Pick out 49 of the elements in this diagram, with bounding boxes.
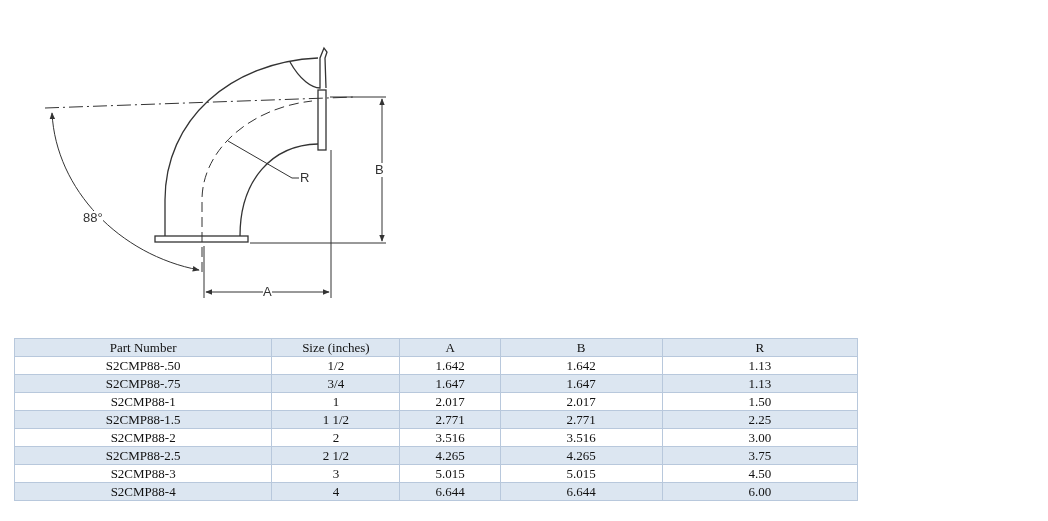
table-cell: 2.25 bbox=[662, 410, 858, 429]
table-cell: 1/2 bbox=[271, 356, 400, 375]
table-cell: 5.015 bbox=[400, 464, 501, 483]
table-cell: 6.644 bbox=[400, 482, 501, 501]
table-cell: S2CMP88-2 bbox=[14, 428, 272, 447]
table-cell: 2 bbox=[271, 428, 400, 447]
table-cell: 1.642 bbox=[500, 356, 663, 375]
table-cell: 3.75 bbox=[662, 446, 858, 465]
table-cell: S2CMP88-2.5 bbox=[14, 446, 272, 465]
table-cell: 3.516 bbox=[400, 428, 501, 447]
table-cell: 2.017 bbox=[500, 392, 663, 411]
column-header: R bbox=[662, 338, 858, 357]
table-cell: 2.771 bbox=[400, 410, 501, 429]
table-cell: 6.644 bbox=[500, 482, 663, 501]
table-cell: 2.017 bbox=[400, 392, 501, 411]
table-cell: 1.642 bbox=[400, 356, 501, 375]
table-cell: 4.50 bbox=[662, 464, 858, 483]
table-cell: 3.516 bbox=[500, 428, 663, 447]
table-cell: 1.13 bbox=[662, 356, 858, 375]
angle-label: 88° bbox=[83, 211, 103, 225]
table-cell: 4.265 bbox=[400, 446, 501, 465]
table-cell: S2CMP88-3 bbox=[14, 464, 272, 483]
table-cell: 4.265 bbox=[500, 446, 663, 465]
table-cell: S2CMP88-.75 bbox=[14, 374, 272, 393]
table-cell: S2CMP88-1.5 bbox=[14, 410, 272, 429]
table-cell: S2CMP88-.50 bbox=[14, 356, 272, 375]
column-header: A bbox=[400, 338, 501, 357]
table-cell: 1 bbox=[271, 392, 400, 411]
dimension-label: A bbox=[263, 285, 272, 299]
dimension-label: B bbox=[375, 163, 384, 177]
table-cell: S2CMP88-4 bbox=[14, 482, 272, 501]
column-header: Size (inches) bbox=[271, 338, 400, 357]
dimension-label: R bbox=[300, 171, 310, 185]
table-cell: 4 bbox=[271, 482, 400, 501]
column-header: Part Number bbox=[14, 338, 272, 357]
table-cell: 6.00 bbox=[662, 482, 858, 501]
table-cell: 3/4 bbox=[271, 374, 400, 393]
table-cell: S2CMP88-1 bbox=[14, 392, 272, 411]
table-cell: 3 bbox=[271, 464, 400, 483]
table-cell: 1.647 bbox=[400, 374, 501, 393]
table-cell: 2.771 bbox=[500, 410, 663, 429]
column-header: B bbox=[500, 338, 663, 357]
table-cell: 1.647 bbox=[500, 374, 663, 393]
table-cell: 1 1/2 bbox=[271, 410, 400, 429]
table-cell: 5.015 bbox=[500, 464, 663, 483]
table-cell: 1.13 bbox=[662, 374, 858, 393]
table-cell: 1.50 bbox=[662, 392, 858, 411]
table-cell: 2 1/2 bbox=[271, 446, 400, 465]
table-cell: 3.00 bbox=[662, 428, 858, 447]
